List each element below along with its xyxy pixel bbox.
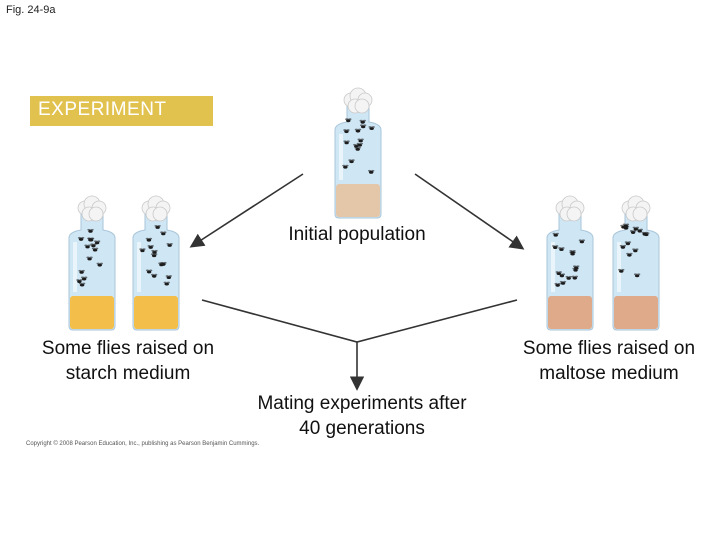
experiment-header-label: EXPERIMENT xyxy=(38,99,167,120)
cotton-plug-icon xyxy=(77,195,107,222)
cotton-plug-icon xyxy=(343,87,373,114)
glass-highlight xyxy=(339,134,343,180)
cotton-plug-icon xyxy=(555,195,585,222)
arrow-to-maltose xyxy=(414,173,525,250)
arrow-to-starch xyxy=(189,173,304,248)
cotton-plug-icon xyxy=(141,195,171,222)
caption-mating-experiments: Mating experiments after 40 generations xyxy=(257,393,467,439)
glass-highlight xyxy=(617,242,621,292)
copyright-notice: Copyright © 2008 Pearson Education, Inc.… xyxy=(26,441,260,447)
bottle-maltose-2 xyxy=(612,195,660,331)
medium-fill xyxy=(70,296,114,329)
bottle-starch-2 xyxy=(132,195,180,331)
glass-highlight xyxy=(551,242,555,292)
caption-initial-population: Initial population xyxy=(288,224,426,245)
glass-highlight xyxy=(73,242,77,292)
bottle-maltose-1 xyxy=(546,195,594,331)
bottle-starch-1 xyxy=(68,195,116,331)
cotton-plug-icon xyxy=(621,195,651,222)
bottle-initial-population xyxy=(334,87,382,219)
converging-lines xyxy=(201,299,518,343)
figure-label: Fig. 24-9a xyxy=(6,4,56,16)
glass-highlight xyxy=(137,242,141,292)
caption-maltose-medium: Some flies raised on maltose medium xyxy=(522,338,696,384)
medium-fill xyxy=(134,296,178,329)
medium-fill xyxy=(548,296,592,329)
caption-starch-medium: Some flies raised on starch medium xyxy=(41,338,215,384)
medium-fill xyxy=(614,296,658,329)
experiment-header-box xyxy=(30,96,213,126)
medium-fill xyxy=(336,184,380,217)
